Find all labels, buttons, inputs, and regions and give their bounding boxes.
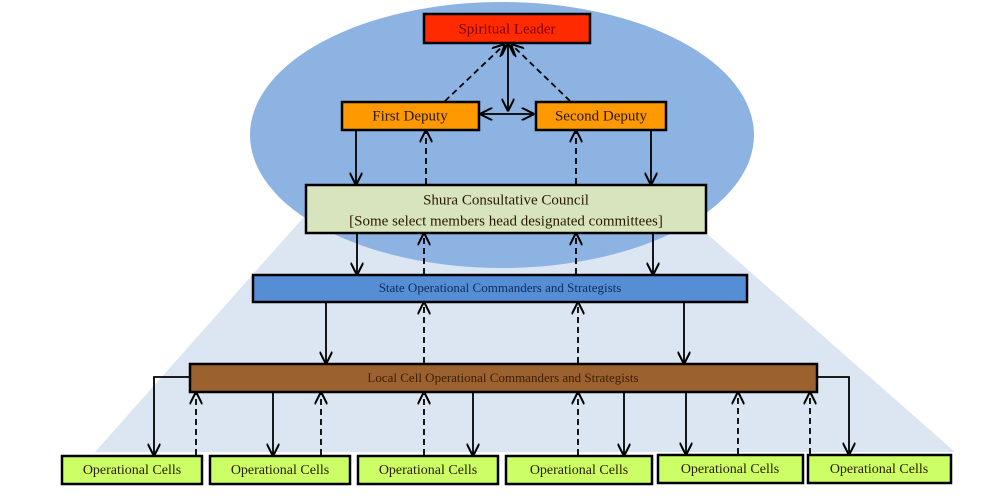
- arrow-local-to-cell-6: [818, 376, 849, 454]
- operational-cell-3: Operational Cells: [356, 454, 500, 486]
- second-deputy-label: Second Deputy: [555, 108, 648, 124]
- operational-cell-label: Operational Cells: [379, 463, 477, 478]
- dashed-arrow-second-deputy-to-leader: [512, 45, 571, 102]
- operational-cell-2: Operational Cells: [208, 454, 352, 486]
- operational-cell-5: Operational Cells: [656, 453, 805, 485]
- operational-cell-label: Operational Cells: [83, 463, 181, 478]
- operational-cell-label: Operational Cells: [830, 462, 928, 477]
- dashed-arrow-first-deputy-to-leader: [444, 45, 504, 102]
- node-local-commanders: Local Cell Operational Commanders and St…: [188, 362, 819, 394]
- first-deputy-label: First Deputy: [372, 108, 448, 124]
- node-state-commanders: State Operational Commanders and Strateg…: [251, 273, 749, 304]
- local-commanders-label: Local Cell Operational Commanders and St…: [367, 370, 638, 385]
- operational-cell-label: Operational Cells: [530, 463, 628, 478]
- node-spiritual-leader: Spiritual Leader: [422, 12, 592, 45]
- node-second-deputy: Second Deputy: [534, 100, 668, 132]
- spiritual-leader-label: Spiritual Leader: [458, 21, 555, 37]
- operational-cell-label: Operational Cells: [231, 463, 329, 478]
- operational-cell-4: Operational Cells: [504, 454, 654, 486]
- arrow-local-to-cell-1: [154, 376, 189, 455]
- node-shura-council: Shura Consultative Council [Some select …: [304, 183, 708, 235]
- operational-cell-label: Operational Cells: [681, 462, 779, 477]
- operational-cell-6: Operational Cells: [806, 453, 953, 485]
- state-commanders-label: State Operational Commanders and Strateg…: [379, 280, 622, 295]
- operational-cell-1: Operational Cells: [60, 454, 204, 486]
- shura-council-title: Shura Consultative Council: [423, 192, 589, 208]
- node-first-deputy: First Deputy: [340, 100, 481, 132]
- shura-council-subtitle: [Some select members head designated com…: [349, 213, 663, 229]
- operational-cells-row: Operational Cells Operational Cells Oper…: [60, 453, 953, 486]
